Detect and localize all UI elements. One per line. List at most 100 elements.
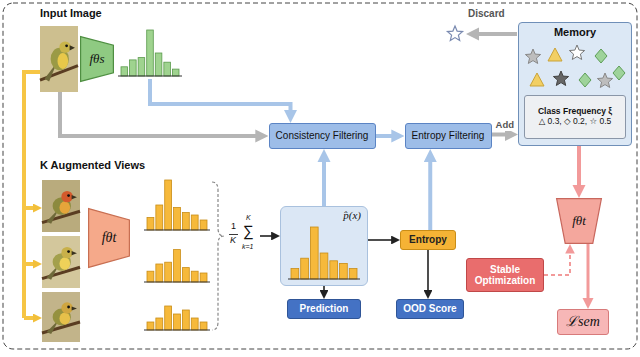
encoder-trapezoid: fθt — [88, 208, 130, 268]
node-text: fθs — [89, 52, 104, 67]
histogram-bar — [182, 213, 189, 231]
bird-eye — [67, 306, 70, 309]
photo-background — [42, 180, 80, 232]
input-branch-line — [24, 316, 37, 320]
histogram-bar — [165, 180, 172, 230]
sample-symbol — [597, 73, 612, 87]
bird-beak — [72, 251, 77, 255]
bird-head — [61, 191, 72, 202]
output-box: OOD Score — [396, 299, 464, 319]
bird-head — [61, 247, 72, 258]
node-text: Class Frequency ξ — [538, 107, 612, 117]
histogram-bar — [121, 67, 128, 76]
formula-term: K — [246, 214, 251, 221]
sample-symbol — [595, 49, 607, 63]
sample-symbol — [613, 66, 625, 80]
node-text: ℒsem — [566, 314, 600, 330]
bird-head — [61, 302, 72, 313]
photo-background — [42, 236, 80, 288]
histograms — [118, 30, 210, 330]
bird-breast — [59, 257, 70, 269]
histogram-bar — [310, 227, 318, 279]
bird-head — [59, 41, 70, 52]
histogram-bar — [191, 318, 198, 330]
histogram-bar — [200, 322, 207, 330]
sample-symbol — [579, 73, 591, 87]
frequency-box: Class Frequency ξ△ 0.3, ◇ 0.2, ☆ 0.5 — [524, 95, 626, 139]
sample-symbol — [553, 71, 568, 85]
connector-arrow — [587, 244, 590, 302]
histogram-bar — [349, 269, 357, 279]
histogram-axis — [144, 230, 210, 231]
input-branch-line — [24, 72, 40, 318]
bird-photo — [42, 180, 80, 232]
node-text: Stable Optimization — [473, 264, 537, 287]
histogram-bar — [156, 205, 163, 230]
bird-beak — [70, 45, 75, 50]
histogram-bar — [320, 253, 328, 279]
connector-arrow — [322, 157, 326, 206]
connector-arrow — [323, 286, 325, 294]
process-box: Consistency Filtering — [269, 123, 376, 149]
formula-symbol: ∑ — [243, 223, 254, 238]
bird-beak — [72, 195, 77, 199]
histogram-bar — [182, 310, 189, 330]
node-text: Prediction — [300, 303, 349, 315]
node-text: OOD Score — [403, 303, 456, 315]
bird-eye — [67, 194, 70, 197]
histogram-bar — [291, 269, 299, 279]
discarded-star — [447, 26, 462, 40]
image-label: Input Image — [40, 8, 102, 19]
histogram-bar — [191, 215, 198, 230]
memory-box: Class Frequency ξ△ 0.3, ◇ 0.2, ☆ 0.5Memo… — [518, 22, 632, 146]
output-box: Prediction — [287, 299, 361, 319]
connector-arrow — [428, 157, 432, 230]
histogram-bar — [156, 264, 163, 282]
histogram-bar — [330, 261, 338, 279]
histogram-bar — [165, 262, 172, 282]
histogram-bar — [138, 58, 145, 76]
histogram-bar — [156, 318, 163, 330]
input-branch-line — [24, 262, 37, 266]
histogram-bar — [147, 218, 154, 231]
edge-label: Add — [494, 120, 516, 130]
bird-breast — [59, 313, 70, 325]
discard-arrow — [474, 32, 517, 36]
histogram-bar — [191, 271, 198, 282]
histogram-bar — [174, 250, 181, 282]
connector-arrow — [577, 146, 581, 190]
node-text: p̂(x) — [343, 209, 361, 222]
photo-background — [42, 292, 80, 342]
image-label: K Augmented Views — [40, 160, 145, 171]
histogram-bar — [174, 314, 181, 330]
histogram-bar — [200, 220, 207, 230]
histogram-bar — [200, 273, 207, 282]
prediction-arrow — [150, 79, 291, 115]
node-text: △ 0.3, ◇ 0.2, ☆ 0.5 — [539, 117, 612, 127]
connector-arrow — [427, 250, 429, 294]
input-arrow — [60, 92, 261, 136]
histogram-axis — [118, 76, 182, 77]
histogram-bar — [147, 30, 154, 76]
process-box: Entropy Filtering — [405, 123, 492, 149]
bird-beak — [72, 307, 77, 311]
trapezoid-shape — [89, 209, 130, 268]
fraction-bar — [229, 234, 238, 235]
node-text: fθt — [572, 214, 586, 229]
connector-arrow — [544, 250, 570, 275]
node-text: fθt — [102, 230, 117, 246]
bird-eye — [65, 44, 68, 47]
node-text: Consistency Filtering — [276, 130, 369, 142]
histogram-bar — [147, 271, 154, 282]
histogram-bar — [182, 268, 189, 282]
histogram-bar — [301, 258, 309, 279]
trapezoid-shape — [81, 37, 114, 82]
model-trapezoid: fθt — [556, 198, 602, 244]
action-label: Discard — [468, 9, 505, 19]
encoder-trapezoid: fθs — [80, 36, 114, 82]
formula-term: 1 — [231, 222, 236, 231]
trapezoid-shape — [557, 199, 602, 244]
histogram-bar — [147, 322, 154, 330]
formula-term: k=1 — [242, 243, 253, 250]
